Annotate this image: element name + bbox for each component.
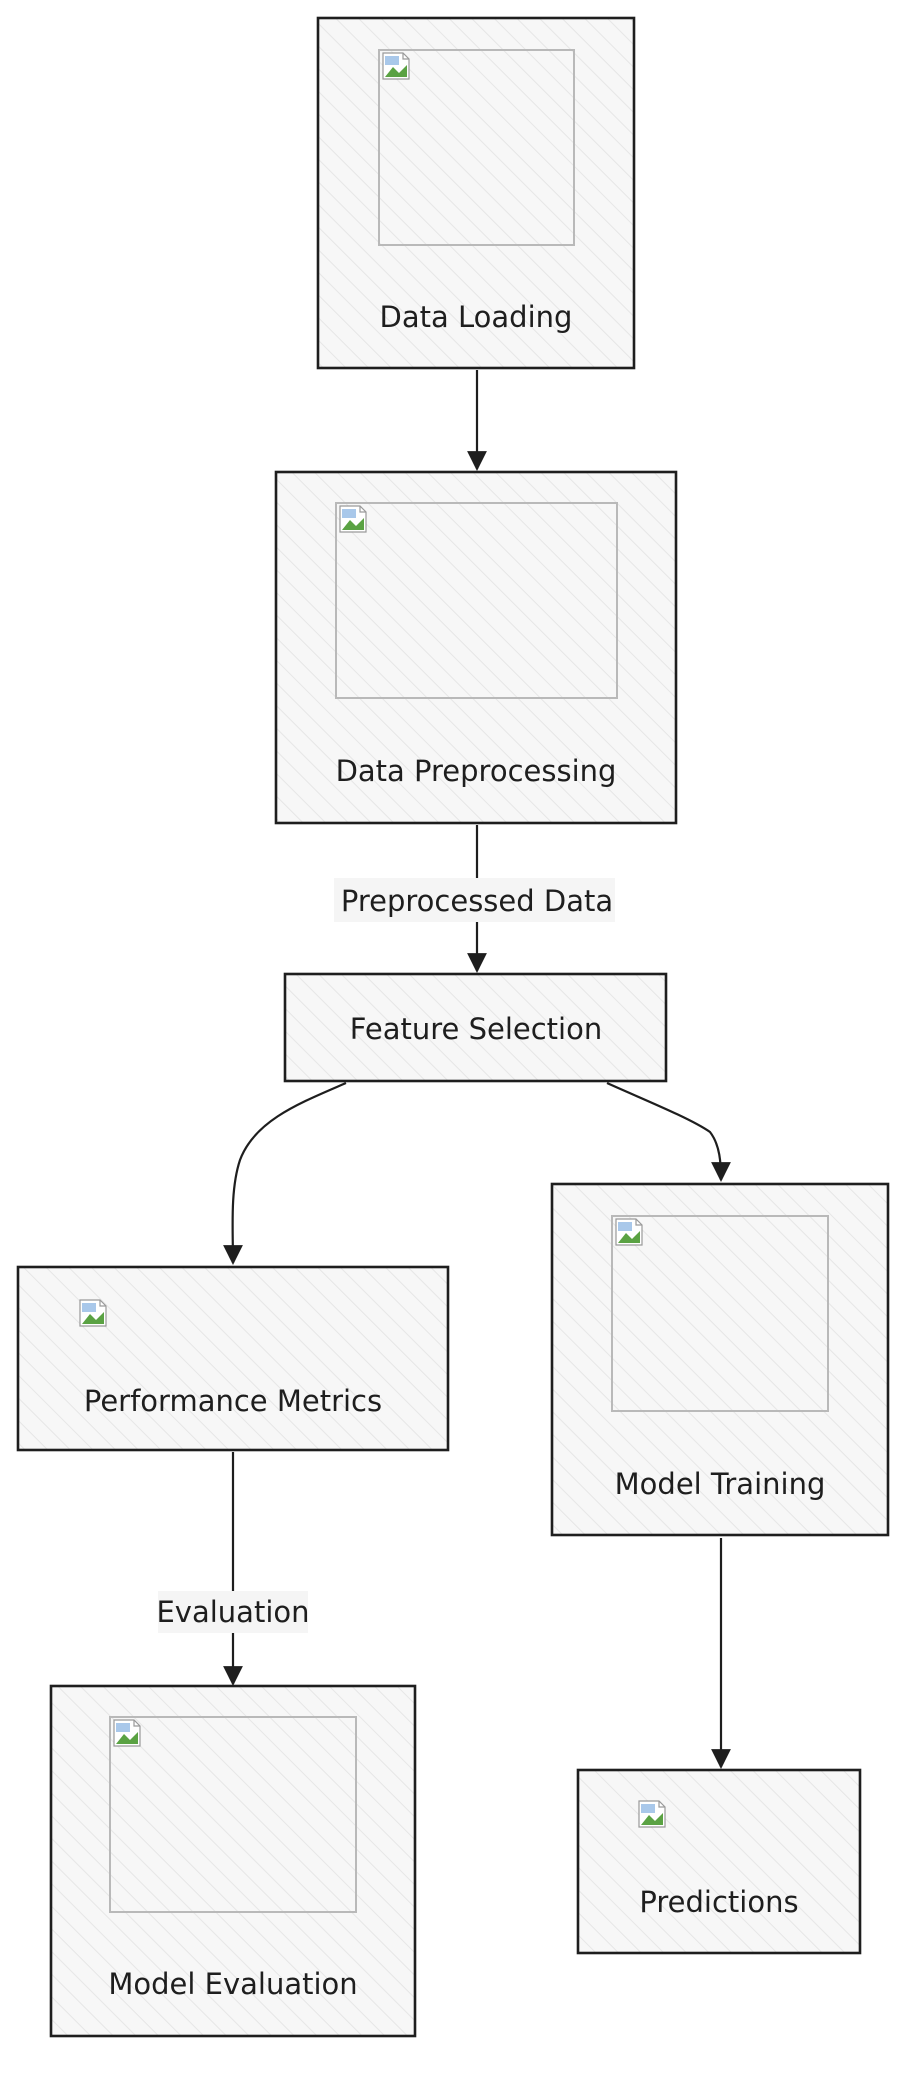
node-label-data-preprocessing: Data Preprocessing [336,754,617,788]
node-data-preprocessing[interactable]: Data Preprocessing [274,470,678,825]
edge-feature-to-training [606,1081,731,1182]
broken-image-icon [382,52,410,80]
edge-label-bg-preprocessed [334,878,615,922]
node-feature-selection[interactable]: Feature Selection [283,972,668,1083]
edge-label-bg-evaluation [158,1591,308,1633]
node-label-model-training: Model Training [615,1467,826,1501]
broken-image-icon [339,505,367,533]
broken-image-icon [113,1719,141,1747]
edge-label-preprocessed-data: Preprocessed Data [341,884,613,918]
edge-feature-to-metrics [223,1081,347,1265]
edge-label-evaluation: Evaluation [156,1595,309,1629]
image-placeholder [335,502,618,699]
image-placeholder [109,1716,357,1913]
broken-image-icon [615,1218,643,1246]
node-label-data-loading: Data Loading [380,300,573,334]
node-data-loading[interactable]: Data Loading [316,16,636,370]
broken-image-icon [79,1299,107,1327]
node-label-model-evaluation: Model Evaluation [108,1967,357,2001]
image-placeholder [378,49,575,246]
node-model-training[interactable]: Model Training [550,1182,890,1537]
node-label-feature-selection: Feature Selection [350,1012,602,1046]
image-placeholder [611,1215,829,1412]
node-label-predictions: Predictions [639,1885,798,1919]
node-performance-metrics[interactable]: Performance Metrics [16,1265,450,1452]
node-label-performance-metrics: Performance Metrics [84,1384,382,1418]
node-predictions[interactable]: Predictions [576,1768,862,1955]
edges: Preprocessed Data Evaluation [156,370,731,1769]
broken-image-icon [638,1800,666,1828]
node-model-evaluation[interactable]: Model Evaluation [49,1684,417,2038]
